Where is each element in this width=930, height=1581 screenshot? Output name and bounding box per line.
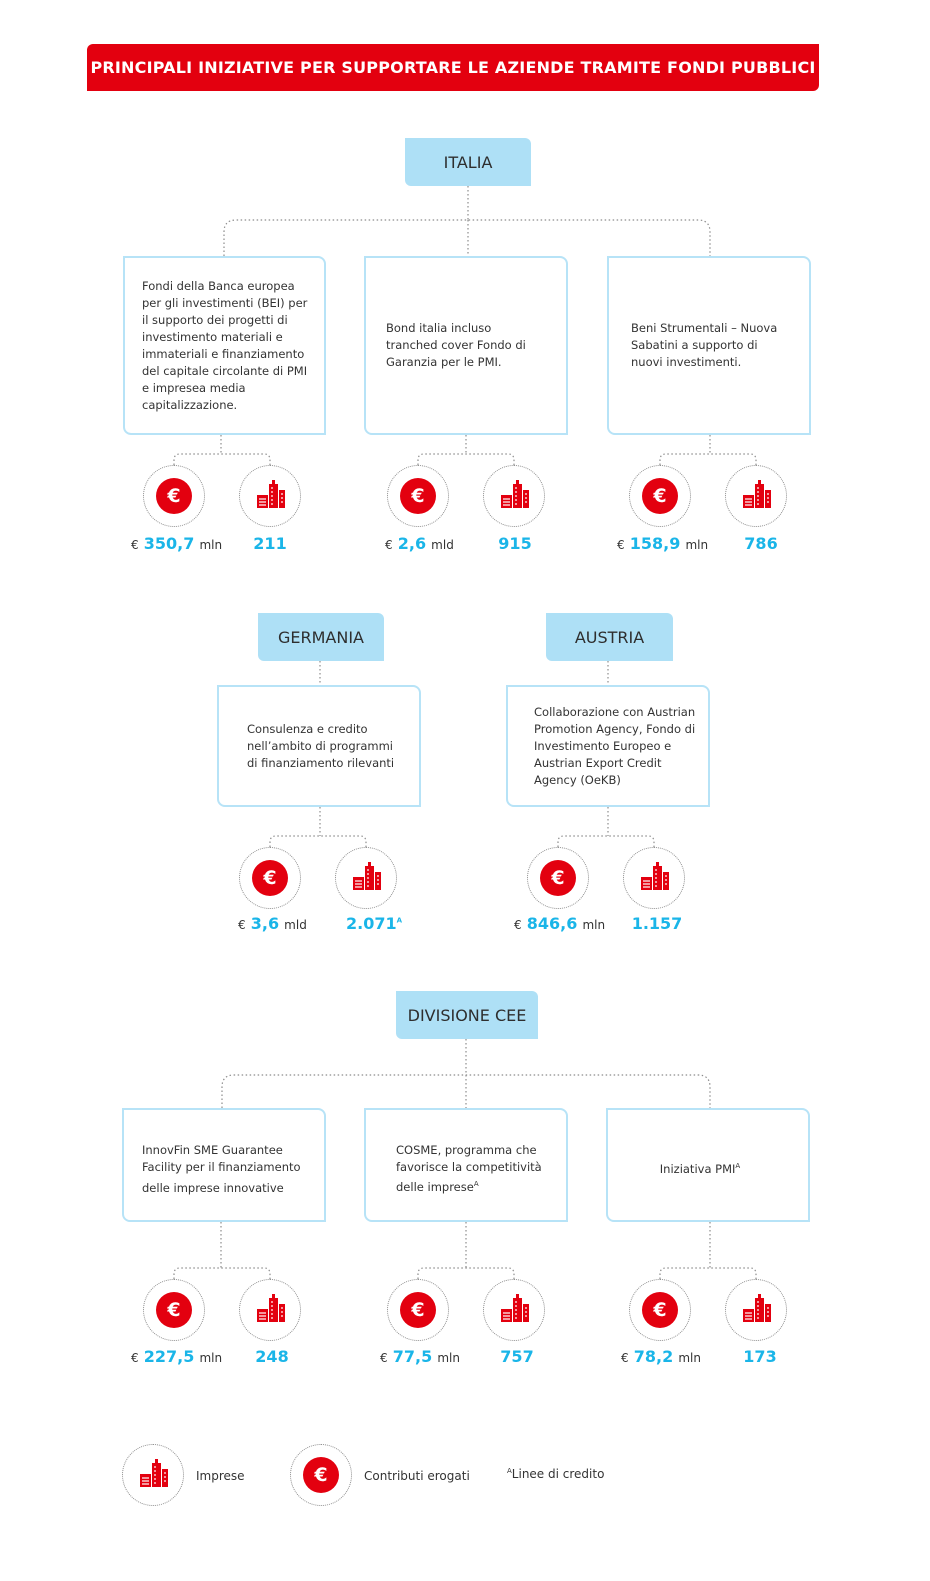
- buildings-icon: [641, 862, 669, 890]
- buildings-icon: [743, 480, 771, 508]
- title-banner: PRINCIPALI INIZIATIVE PER SUPPORTARE LE …: [87, 44, 819, 91]
- euro-icon: €: [642, 478, 678, 514]
- initiative-card: Collaborazione con Austrian Promotion Ag…: [506, 685, 710, 807]
- companies-circle: [239, 1279, 301, 1341]
- buildings-icon: [257, 480, 285, 508]
- legend-footnote: ALinee di credito: [507, 1467, 605, 1481]
- euro-icon: €: [156, 1292, 192, 1328]
- contributions-value: € 350,7 mln: [131, 534, 223, 553]
- legend-contributions-label: Contributi erogati: [364, 1469, 470, 1483]
- euro-icon: €: [400, 1292, 436, 1328]
- companies-value: 757: [500, 1347, 534, 1366]
- contributions-value: € 158,9 mln: [617, 534, 709, 553]
- initiative-description: Fondi della Banca europea per gli invest…: [142, 278, 308, 412]
- contributions-circle: €: [143, 1279, 205, 1341]
- region-label: DIVISIONE CEE: [407, 1005, 527, 1025]
- buildings-icon: [353, 862, 381, 890]
- page-title: PRINCIPALI INIZIATIVE PER SUPPORTARE LE …: [90, 58, 816, 77]
- companies-value: 786: [744, 534, 778, 553]
- initiative-card: Iniziativa PMIA: [606, 1108, 810, 1222]
- companies-value: 1.157: [631, 914, 683, 933]
- companies-value: 248: [255, 1347, 289, 1366]
- euro-icon: €: [252, 860, 288, 896]
- legend-contributions-circle: €: [290, 1444, 352, 1506]
- contributions-circle: €: [629, 465, 691, 527]
- contributions-circle: €: [387, 1279, 449, 1341]
- initiative-card: Consulenza e credito nell’ambito di prog…: [217, 685, 421, 807]
- euro-icon: €: [400, 478, 436, 514]
- footnote-mark: A: [396, 916, 403, 925]
- companies-circle: [725, 1279, 787, 1341]
- contributions-circle: €: [527, 847, 589, 909]
- legend-companies-circle: [122, 1444, 184, 1506]
- contributions-circle: €: [387, 465, 449, 527]
- companies-value: 2.071A: [346, 914, 403, 933]
- initiative-card: InnovFin SME Guarantee Facility per il f…: [122, 1108, 326, 1222]
- region-cee: DIVISIONE CEE: [396, 991, 538, 1039]
- region-austria: AUSTRIA: [546, 613, 673, 661]
- contributions-circle: €: [143, 465, 205, 527]
- legend-companies-label: Imprese: [196, 1469, 245, 1483]
- contributions-value: € 3,6 mld: [238, 914, 307, 933]
- euro-icon: €: [642, 1292, 678, 1328]
- companies-circle: [335, 847, 397, 909]
- contributions-circle: €: [239, 847, 301, 909]
- companies-circle: [239, 465, 301, 527]
- companies-value: 173: [743, 1347, 777, 1366]
- contributions-value: € 2,6 mld: [385, 534, 454, 553]
- initiative-card: Beni Strumentali – Nuova Sabatini a supp…: [607, 256, 811, 435]
- initiative-description: Iniziativa PMIA: [659, 1161, 741, 1176]
- initiative-card: Fondi della Banca europea per gli invest…: [123, 256, 326, 435]
- buildings-icon: [501, 1294, 529, 1322]
- region-label: AUSTRIA: [574, 627, 645, 647]
- region-label: GERMANIA: [277, 627, 364, 647]
- region-label: ITALIA: [443, 152, 493, 172]
- companies-circle: [725, 465, 787, 527]
- contributions-value: € 227,5 mln: [131, 1347, 223, 1366]
- companies-circle: [483, 1279, 545, 1341]
- companies-circle: [623, 847, 685, 909]
- buildings-icon: [743, 1294, 771, 1322]
- companies-value: 915: [498, 534, 532, 553]
- initiative-description: Collaborazione con Austrian Promotion Ag…: [534, 704, 696, 787]
- contributions-value: € 78,2 mln: [621, 1347, 701, 1366]
- region-germania: GERMANIA: [258, 613, 384, 661]
- initiative-card: COSME, programma che favorisce la compet…: [364, 1108, 568, 1222]
- initiative-description: InnovFin SME Guarantee Facility per il f…: [142, 1143, 301, 1195]
- initiative-description: Consulenza e credito nell’ambito di prog…: [247, 721, 395, 770]
- euro-icon: €: [156, 478, 192, 514]
- euro-icon: €: [303, 1457, 339, 1493]
- contributions-circle: €: [629, 1279, 691, 1341]
- buildings-icon: [501, 480, 529, 508]
- initiative-description: Bond italia incluso tranched cover Fondo…: [386, 321, 526, 369]
- initiative-description: Beni Strumentali – Nuova Sabatini a supp…: [631, 321, 778, 369]
- region-italia: ITALIA: [405, 138, 531, 186]
- buildings-icon: [140, 1459, 168, 1487]
- companies-value: 211: [253, 534, 287, 553]
- initiative-card: Bond italia incluso tranched cover Fondo…: [364, 256, 568, 435]
- contributions-value: € 77,5 mln: [380, 1347, 460, 1366]
- contributions-value: € 846,6 mln: [514, 914, 606, 933]
- euro-icon: €: [540, 860, 576, 896]
- companies-circle: [483, 465, 545, 527]
- initiative-description: COSME, programma che favorisce la compet…: [396, 1143, 542, 1194]
- buildings-icon: [257, 1294, 285, 1322]
